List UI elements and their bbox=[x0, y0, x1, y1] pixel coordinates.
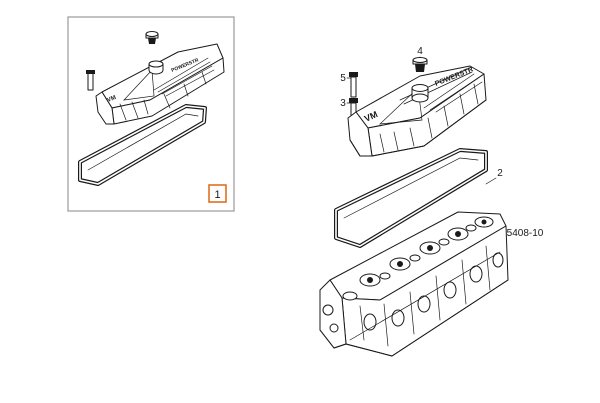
callout-5-label: 5 bbox=[340, 73, 346, 84]
callout-2-label: 2 bbox=[497, 168, 503, 179]
cylinder-head[interactable] bbox=[319, 211, 509, 357]
kit-item-number: 1 bbox=[214, 189, 220, 201]
reference-code: 5408-10 bbox=[507, 228, 544, 239]
callout-3-label: 3 bbox=[340, 98, 346, 109]
inset-oil-cap bbox=[145, 31, 159, 44]
callout-4-label: 4 bbox=[417, 46, 423, 57]
oil-filler-cap[interactable]: 4 bbox=[412, 46, 428, 72]
kit-inset[interactable]: VM POWERSTR 1 bbox=[67, 16, 235, 212]
long-bolt[interactable]: 5 bbox=[340, 72, 358, 98]
port-details bbox=[322, 245, 504, 347]
kit-item-number-box[interactable]: 1 bbox=[208, 184, 227, 203]
inset-brand-left-text: VM bbox=[107, 95, 118, 104]
inset-gasket bbox=[78, 104, 207, 186]
short-bolt[interactable]: 3 bbox=[340, 98, 358, 120]
inset-valve-cover: VM POWERSTR bbox=[95, 43, 225, 125]
valve-cover-gasket[interactable]: 2 bbox=[334, 148, 503, 248]
inset-bolt bbox=[86, 70, 95, 91]
valve-cover[interactable]: VM POWERSTR bbox=[347, 65, 487, 157]
cam-towers bbox=[342, 216, 494, 301]
